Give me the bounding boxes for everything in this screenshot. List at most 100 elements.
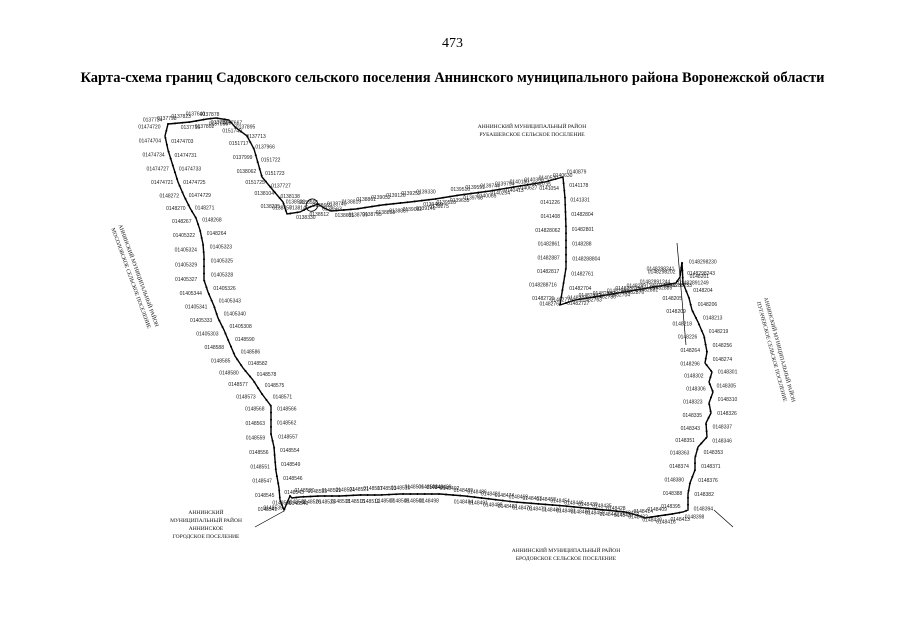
turning-point-marker (283, 508, 286, 511)
turning-point-marker (512, 186, 515, 189)
turning-point-marker (316, 203, 319, 206)
turning-point-marker (280, 503, 283, 506)
point-label: 0148435 (592, 504, 612, 510)
turning-point-marker (261, 393, 264, 396)
point-label: 0140254 (491, 191, 511, 197)
turning-point-marker (707, 416, 710, 419)
turning-point-marker (681, 276, 684, 279)
turning-point-marker (456, 194, 458, 197)
turning-point-marker (209, 117, 212, 120)
turning-point-marker (526, 183, 529, 186)
point-label: 0148209 (666, 309, 686, 315)
point-label: 0148554 (280, 448, 300, 454)
point-label: 0148523 (316, 500, 336, 506)
turning-point-marker (544, 503, 547, 506)
point-label: 0148264 (207, 231, 227, 237)
turning-point-marker (565, 260, 567, 263)
point-label: 0139635 (450, 198, 470, 204)
turning-point-marker (480, 497, 483, 499)
turning-point-marker (371, 205, 374, 208)
point-label: 0148218 (673, 322, 693, 328)
point-label: 0148526 (302, 499, 322, 505)
turning-point-marker (705, 437, 707, 440)
point-label: 0148226 (678, 335, 698, 341)
turning-point-marker (523, 501, 526, 504)
turning-point-marker (274, 468, 277, 471)
turning-point-marker (695, 316, 697, 319)
point-label: 01482763 (580, 297, 602, 303)
turning-point-marker (688, 482, 691, 485)
point-label: 01474729 (189, 193, 211, 199)
point-label: 0148556 (249, 450, 269, 456)
turning-point-marker (286, 501, 289, 504)
point-label: 01405326 (213, 286, 235, 292)
point-label: 0141226 (540, 200, 560, 206)
point-label: 0138512 (310, 212, 330, 218)
turning-point-marker (278, 496, 281, 499)
point-label: 0148420 (642, 518, 662, 524)
point-label: 0148590 (235, 337, 255, 343)
point-label: 0137640 (186, 112, 206, 118)
point-label: 0148409 (647, 507, 667, 513)
turning-point-marker (681, 262, 684, 265)
point-label: 0148518 (331, 499, 351, 505)
point-label: 0148416 (656, 519, 676, 525)
turning-point-marker (380, 493, 383, 496)
turning-point-marker (571, 299, 574, 302)
turning-point-marker (491, 189, 494, 192)
turning-point-marker (705, 350, 708, 353)
point-label: 0148573 (236, 394, 256, 400)
turning-point-marker (537, 502, 540, 505)
turning-point-marker (705, 430, 708, 433)
turning-point-marker (434, 197, 437, 200)
turning-point-marker (167, 150, 170, 153)
point-label: 0148326 (717, 411, 737, 417)
point-label: 0148454 (550, 499, 570, 505)
turning-point-marker (184, 197, 187, 200)
turning-point-marker (676, 280, 679, 283)
point-label: 0148557 (278, 434, 298, 440)
point-label: 0148481 (481, 491, 501, 497)
turning-point-marker (416, 493, 419, 495)
turning-point-marker (628, 290, 630, 293)
point-label: 0138740 (327, 202, 347, 208)
point-label: 0148549 (281, 462, 301, 468)
turning-point-marker (682, 283, 685, 286)
point-label: 0148577 (228, 382, 248, 388)
turning-point-marker (249, 141, 252, 144)
turning-point-marker (565, 302, 567, 304)
turning-point-marker (441, 196, 444, 199)
turning-point-marker (708, 403, 711, 406)
point-label: 0148474 (495, 493, 515, 499)
turning-point-marker (599, 294, 602, 297)
turning-point-marker (564, 203, 567, 206)
point-label: 0148545 (255, 493, 275, 499)
neighbor-south-line1: АННИНСКИЙ МУНИЦИПАЛЬНЫЙ РАЙОН (512, 546, 620, 554)
turning-point-marker (309, 495, 312, 498)
point-label: 0148343 (681, 426, 701, 432)
turning-point-marker (316, 495, 319, 498)
turning-point-marker (601, 508, 604, 511)
turning-point-marker (473, 496, 476, 499)
point-label: 0148439 (578, 502, 598, 508)
turning-point-marker (289, 212, 292, 215)
point-label: 01405344 (180, 291, 202, 297)
point-label: 0148323 (683, 400, 703, 406)
turning-point-marker (448, 195, 451, 198)
turning-point-marker (558, 504, 561, 507)
point-label: 01482804 (571, 212, 593, 218)
point-label: 0139275 (429, 204, 449, 210)
turning-point-marker (642, 287, 645, 290)
point-label: 0148499 (432, 485, 452, 491)
turning-point-marker (210, 299, 213, 302)
point-label: 0137878 (200, 112, 220, 118)
turning-point-marker (223, 118, 226, 121)
point-label: 0148310 (718, 397, 738, 403)
point-label: 0148298202 (648, 269, 676, 275)
turning-point-marker (657, 515, 660, 517)
point-label: 0138457 (272, 206, 292, 212)
turning-point-marker (330, 495, 333, 497)
point-label: 0148296 (680, 361, 700, 367)
turning-point-marker (229, 121, 232, 123)
